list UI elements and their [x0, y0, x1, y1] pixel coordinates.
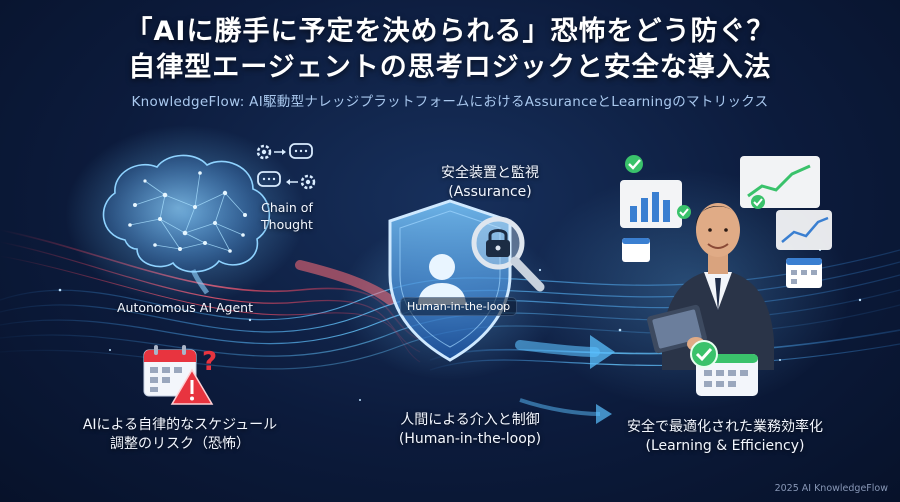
gear-icon: [256, 144, 272, 160]
chain-of-thought-icons: [256, 143, 316, 190]
brain-icon: [102, 154, 271, 295]
businessman-icon: [647, 203, 774, 370]
risk-calendar: ?: [143, 345, 217, 405]
lock-icon: [486, 229, 510, 257]
chat-bubble-icon: [289, 143, 313, 159]
magnifier-icon: [471, 216, 545, 292]
warning-icon: [170, 368, 214, 405]
page-subtitle: KnowledgeFlow: AI駆動型ナレッジプラットフォームにおけるAssu…: [131, 94, 769, 110]
chat-bubble-icon: [257, 171, 281, 187]
line-chart-icon: [776, 210, 832, 250]
businessman-scene: [620, 155, 832, 396]
calendar-icon: [622, 238, 650, 262]
assurance-label: 安全装置と監視 (Assurance): [441, 165, 539, 200]
gear-icon: [300, 174, 316, 190]
result-label: 安全で最適化された業務効率化 (Learning & Efficiency): [627, 419, 823, 454]
title-line-2: 自律型エージェントの思考ロジックと安全な導入法: [128, 52, 772, 83]
checkmark-icon: [751, 195, 765, 209]
chain-of-thought-label: Chain of Thought: [261, 200, 313, 232]
checkmark-icon: [677, 205, 691, 219]
checkmark-icon: [625, 155, 643, 173]
risk-label: AIによる自律的なスケジュール 調整のリスク（恐怖）: [82, 417, 278, 452]
agent-label: Autonomous AI Agent: [116, 300, 254, 315]
shield-icon: [388, 199, 545, 362]
calendar-icon: [786, 258, 822, 288]
page-title: 「AIに勝手に予定を決められる」恐怖をどう防ぐ？ 自律型エージェントの思考ロジッ…: [0, 14, 900, 86]
line-chart-icon: [740, 156, 820, 208]
question-mark-icon: ?: [202, 347, 217, 377]
human-in-the-loop-badge: Human-in-the-loop: [400, 297, 518, 316]
control-label: 人間による介入と制御 (Human-in-the-loop): [398, 412, 542, 447]
title-line-1: 「AIに勝手に予定を決められる」恐怖をどう防ぐ？: [125, 16, 775, 47]
check-calendar-icon: [690, 340, 758, 396]
bar-chart-icon: [620, 180, 682, 228]
copyright-text: 2025 AI KnowledgeFlow: [774, 483, 888, 494]
